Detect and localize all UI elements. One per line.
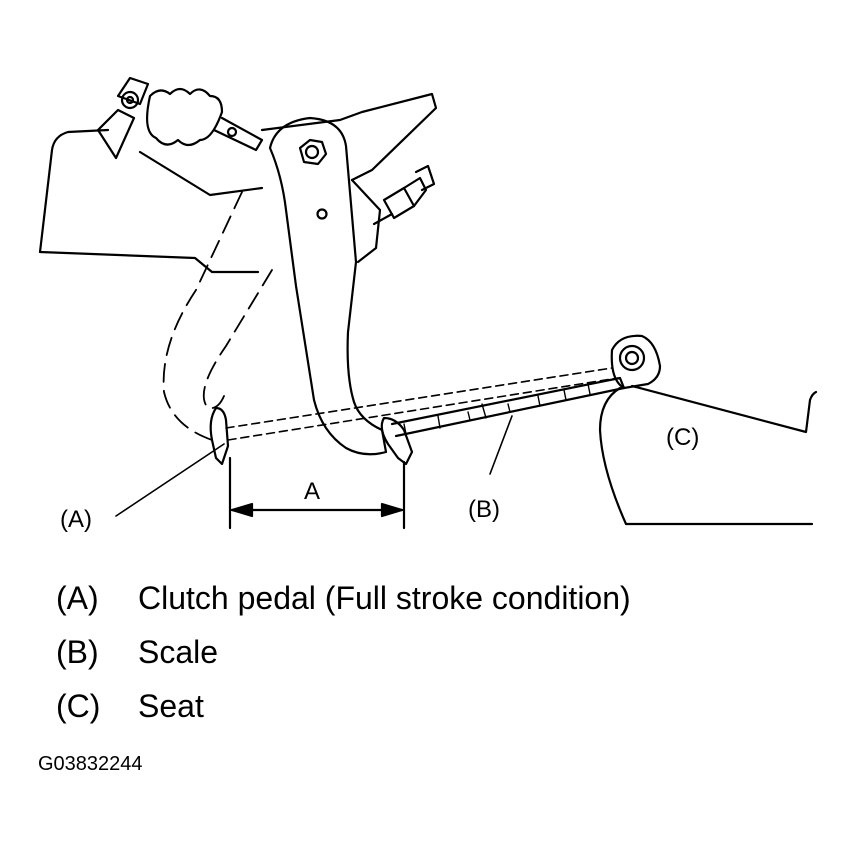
callout-b: (B) [468,496,500,523]
pedal-bracket [40,130,258,272]
bracket-right-flange [352,180,380,262]
stopper-bolt [374,166,434,224]
legend-text-a: Clutch pedal (Full stroke condition) [138,580,631,616]
legend-key-c: (C) [56,688,101,724]
seat [600,336,816,524]
pushrod-assembly [98,78,262,158]
clutch-pedal-diagram [0,0,851,560]
legend-item-a: (A) Clutch pedal (Full stroke condition) [0,578,851,618]
dimension-a [230,458,404,528]
legend-item-c: (C) Seat [0,686,851,726]
bracket-upper-plate [262,94,436,180]
callout-a: (A) [60,506,92,533]
pivot-nut [300,140,326,164]
bracket-inner-edge [140,152,262,195]
legend-item-b: (B) Scale [0,632,851,672]
leader-line-a [116,444,224,516]
clutch-pedal-arm [270,118,386,454]
pedal-pad [382,418,412,464]
pedal-pin-hole [318,210,327,219]
scale [226,368,624,440]
legend-key-a: (A) [56,580,99,616]
legend-key-b: (B) [56,634,99,670]
legend-text-b: Scale [138,634,219,670]
callout-c: (C) [666,424,700,451]
legend-text-c: Seat [138,688,204,724]
dimension-a-label: A [304,478,321,505]
clutch-pedal-full-stroke [164,192,272,440]
leader-line-b [490,416,512,474]
figure-code: G03832244 [38,753,143,775]
pedal-pad-full-stroke [211,408,228,464]
